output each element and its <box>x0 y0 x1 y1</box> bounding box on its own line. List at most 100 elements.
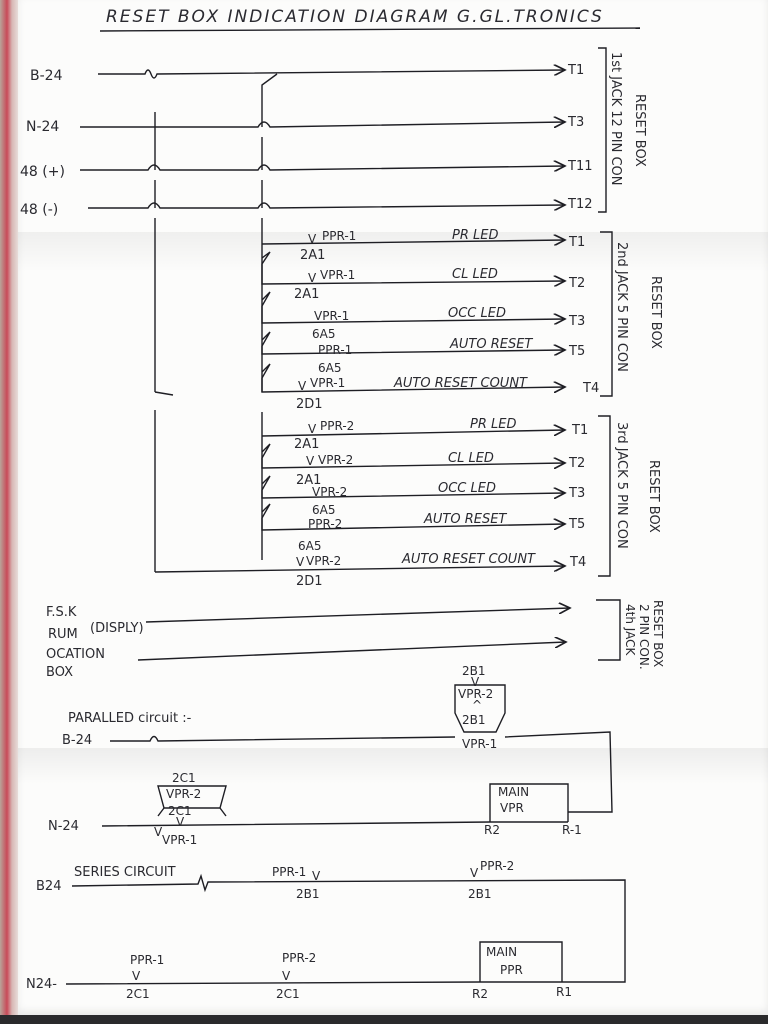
contact-code: 2A1 <box>296 473 321 488</box>
jack1-box-label: RESET BOX <box>632 94 647 167</box>
relay-top-name: VPR-2 <box>458 687 493 701</box>
contact-code: 6A5 <box>298 539 321 553</box>
contact-mark: ^ <box>472 698 482 712</box>
contact-label: VPR-1 <box>320 268 355 282</box>
contact-mark: V <box>471 675 480 689</box>
series-top-2-sub: 2B1 <box>468 887 492 901</box>
jack3-box-label: RESET BOX <box>646 460 661 533</box>
contact-mark: V <box>298 379 307 393</box>
contact-code: 2A1 <box>294 287 319 302</box>
series-n24: N24- <box>26 977 57 992</box>
bracket-jack4 <box>596 599 621 661</box>
row-wire <box>261 363 565 392</box>
series-b24: B24 <box>36 879 61 894</box>
row-description: AUTO RESET <box>449 337 533 352</box>
bracket-jack3 <box>598 415 611 577</box>
series-top-wire <box>71 873 626 983</box>
series-top-2-name: PPR-2 <box>480 859 514 873</box>
contact-code: 2A1 <box>300 248 325 263</box>
series-top-1-sub: 2B1 <box>296 887 320 901</box>
relay-top-code: 2B1 <box>462 664 486 678</box>
relay-top-under: VPR-1 <box>462 737 497 751</box>
terminal: T1 <box>571 423 588 438</box>
series-bottom-1-name: PPR-1 <box>130 953 164 967</box>
parallel-heading: PARALLED circuit :- <box>68 711 192 726</box>
table-edge <box>0 0 20 1024</box>
contact-code: 6A5 <box>318 361 341 375</box>
rum-label: RUM <box>48 627 78 642</box>
contact-mark: V <box>296 555 305 569</box>
section2-rows: PPR-1 V 2A1 PR LED T1 V VPR-1 2A1 CL LED… <box>261 228 599 412</box>
parallel-n24: N-24 <box>48 819 79 834</box>
row-description: CL LED <box>452 267 498 282</box>
relay-left-name: VPR-2 <box>166 787 201 801</box>
fsk-label: F.S.K <box>46 605 77 620</box>
row-description: AUTO RESET COUNT <box>401 552 536 567</box>
paper-sheet <box>18 0 768 1015</box>
series-bottom-2-name: PPR-2 <box>282 951 316 965</box>
contact-mark: V <box>154 825 163 839</box>
jack3-label: 3rd JACK 5 PIN CON <box>614 422 629 549</box>
label-n24: N-24 <box>26 119 59 135</box>
contact-label: VPR-2 <box>318 453 353 467</box>
contact-mark: V <box>312 869 321 883</box>
jack4-label-1: RESET BOX <box>651 600 665 667</box>
bus-left-lower <box>154 391 174 572</box>
terminal-t12: T12 <box>567 197 592 212</box>
series-top-1-name: PPR-1 <box>272 865 306 879</box>
paper-fold <box>18 748 768 784</box>
terminal-t1: T1 <box>567 63 584 78</box>
paper-fold <box>18 232 768 272</box>
row-description: AUTO RESET COUNT <box>393 376 528 391</box>
display-label: (DISPLY) <box>90 621 144 636</box>
contact-mark: V <box>132 969 141 983</box>
main-vpr-r1: R-1 <box>562 823 582 837</box>
row-description: AUTO RESET <box>423 512 507 527</box>
main-ppr-box <box>479 941 563 982</box>
relay-left-code: 2C1 <box>172 771 196 785</box>
row-wire <box>261 503 565 531</box>
terminal: T4 <box>569 555 586 570</box>
main-vpr-l1: MAIN <box>498 785 529 799</box>
contact-code: 2D1 <box>296 397 323 412</box>
wire-n24 <box>80 122 565 127</box>
contact-label: VPR-2 <box>306 554 341 568</box>
series-bottom-1-sub: 2C1 <box>126 987 150 1001</box>
contact-mark: V <box>308 232 317 246</box>
contact-label: VPR-2 <box>312 485 347 499</box>
terminal: T2 <box>568 456 585 471</box>
contact-mark: V <box>308 271 317 285</box>
row-wire <box>261 251 565 284</box>
parallel-b24: B-24 <box>62 733 92 748</box>
parallel-top-wire <box>110 731 613 813</box>
location-label: OCATION <box>46 647 105 662</box>
terminal: T4 <box>582 381 599 396</box>
diagram-title: RESET BOX INDICATION DIAGRAM G.GL.TRONIC… <box>106 7 604 27</box>
jack2-label: 2nd JACK 5 PIN CON <box>614 242 629 372</box>
row-description: PR LED <box>470 417 516 432</box>
contact-label: VPR-1 <box>310 376 345 390</box>
bracket-jack2 <box>600 231 613 397</box>
background-strip <box>0 1015 768 1024</box>
main-vpr-box <box>489 783 569 822</box>
terminal-t11: T11 <box>567 159 592 174</box>
main-ppr-l1: MAIN <box>486 945 517 959</box>
contact-mark: V <box>282 969 291 983</box>
wire-display <box>145 608 570 623</box>
series-bottom-2-sub: 2C1 <box>276 987 300 1001</box>
row-wire <box>261 240 565 244</box>
contact-label: PPR-1 <box>318 343 352 357</box>
row-wire <box>261 430 565 437</box>
contact-code: 2D1 <box>296 574 323 589</box>
row-description: PR LED <box>452 228 498 243</box>
label-48-plus: 48 (+) <box>20 164 65 180</box>
main-vpr-l2: VPR <box>500 801 524 815</box>
contact-code: 6A5 <box>312 503 335 517</box>
wire-48-plus <box>80 165 565 170</box>
row-wire <box>261 331 565 354</box>
terminal: T1 <box>568 235 585 250</box>
jack1-label: 1st JACK 12 PIN CON <box>608 52 623 186</box>
contact-mark: V <box>306 454 315 468</box>
main-ppr-r2: R2 <box>472 987 488 1001</box>
